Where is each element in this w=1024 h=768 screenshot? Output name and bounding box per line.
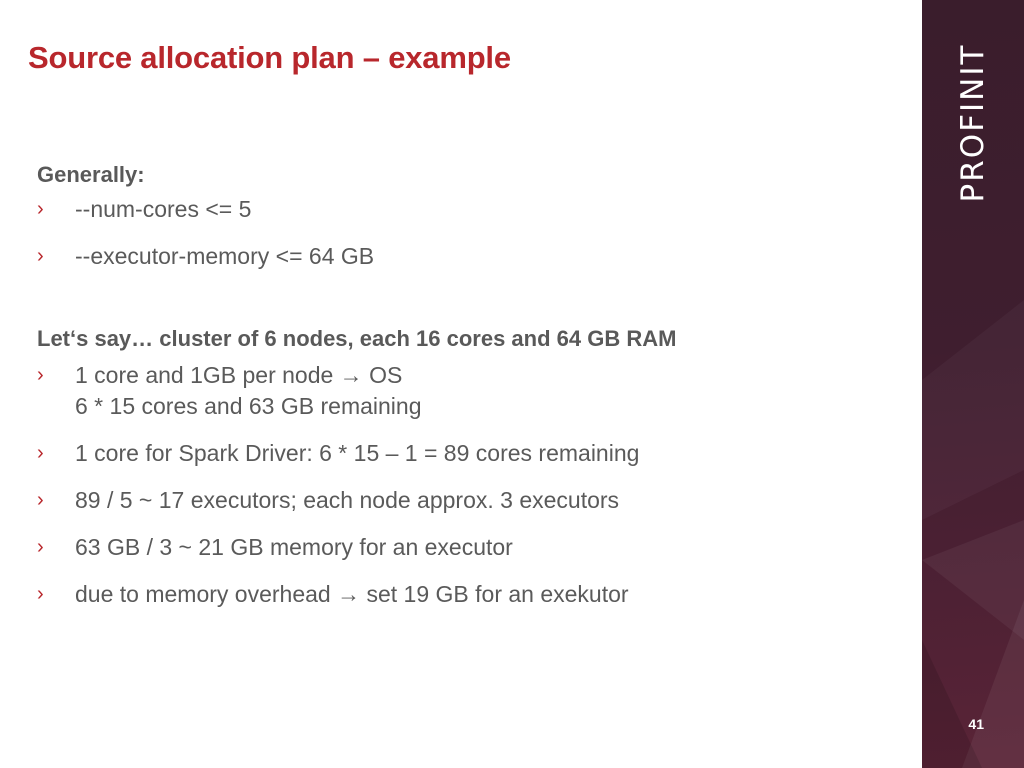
bullet-item: › --num-cores <= 5 bbox=[37, 194, 897, 225]
section-heading-generally: Generally: bbox=[37, 162, 145, 187]
bullet-text: --num-cores <= 5 bbox=[75, 196, 252, 222]
brand-logo-text: PROFINIT bbox=[955, 43, 991, 203]
bullet-marker-icon: › bbox=[37, 489, 44, 511]
bullet-marker-icon: › bbox=[37, 583, 44, 605]
bullet-list-generally: › --num-cores <= 5 › --executor-memory <… bbox=[37, 194, 897, 272]
bullet-marker-icon: › bbox=[37, 245, 44, 267]
bullet-item: › 1 core for Spark Driver: 6 * 15 – 1 = … bbox=[37, 438, 897, 469]
bullet-item: › 1 core and 1GB per node → OS 6 * 15 co… bbox=[37, 360, 897, 422]
bullet-item: › due to memory overhead → set 19 GB for… bbox=[37, 579, 897, 610]
page-number: 41 bbox=[968, 716, 984, 732]
bullet-item: › 63 GB / 3 ~ 21 GB memory for an execut… bbox=[37, 532, 897, 563]
bullet-marker-icon: › bbox=[37, 198, 44, 220]
bullet-text: 89 / 5 ~ 17 executors; each node approx.… bbox=[75, 487, 620, 513]
bullet-text: --executor-memory <= 64 GB bbox=[75, 243, 375, 269]
slide-content: Generally: › --num-cores <= 5 › --execut… bbox=[37, 160, 897, 610]
bullet-text-continuation: 6 * 15 cores and 63 GB remaining bbox=[75, 393, 422, 419]
bullet-item: › --executor-memory <= 64 GB bbox=[37, 241, 897, 272]
decorative-facets bbox=[922, 520, 1024, 768]
bullet-text: 1 core and 1GB per node → OS bbox=[75, 362, 403, 388]
bullet-marker-icon: › bbox=[37, 536, 44, 558]
bullet-text: 63 GB / 3 ~ 21 GB memory for an executor bbox=[75, 534, 513, 560]
slide-title: Source allocation plan – example bbox=[28, 40, 511, 75]
bullet-marker-icon: › bbox=[37, 364, 44, 386]
section-heading-cluster: Let‘s say… cluster of 6 nodes, each 16 c… bbox=[37, 326, 677, 351]
bullet-text: due to memory overhead → set 19 GB for a… bbox=[75, 581, 629, 607]
bullet-marker-icon: › bbox=[37, 442, 44, 464]
bullet-item: › 89 / 5 ~ 17 executors; each node appro… bbox=[37, 485, 897, 516]
bullet-list-cluster: › 1 core and 1GB per node → OS 6 * 15 co… bbox=[37, 360, 897, 610]
bullet-text: 1 core for Spark Driver: 6 * 15 – 1 = 89… bbox=[75, 440, 640, 466]
brand-side-band: PROFINIT 41 bbox=[922, 0, 1024, 768]
